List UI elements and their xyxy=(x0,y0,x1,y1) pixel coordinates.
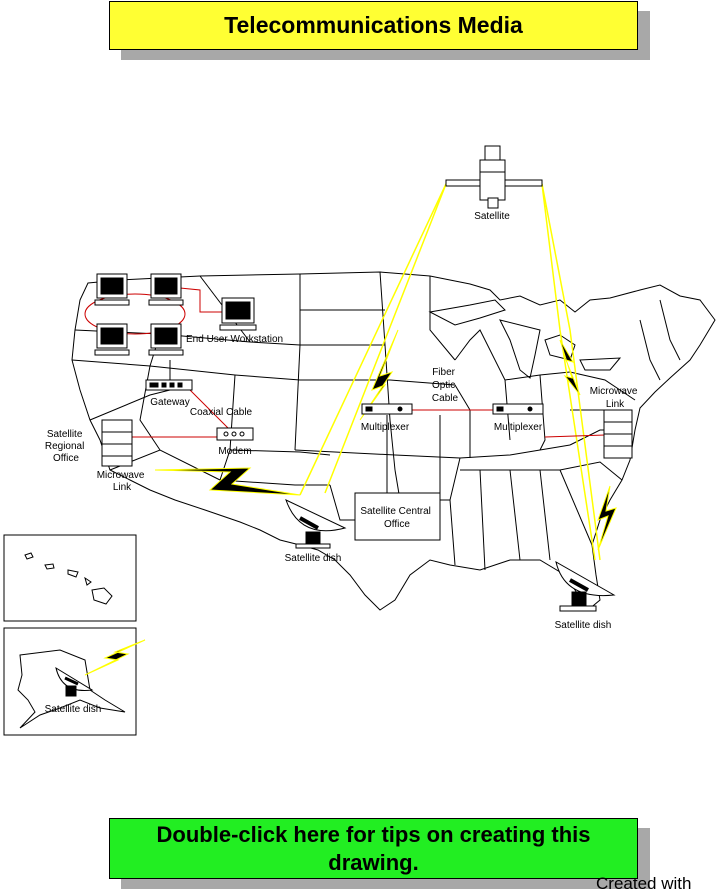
satellite-dish-east-icon xyxy=(555,560,616,612)
satellite-dish-alaska-icon xyxy=(55,666,94,697)
workstation-icon xyxy=(148,323,184,356)
satellite-regional-office-label: Satellite Regional Office xyxy=(45,429,87,464)
workstation-icon xyxy=(94,273,130,306)
satellite-dish-west-icon xyxy=(285,499,347,549)
satellite-central-office-box xyxy=(354,492,441,541)
multiplexer-east-label: Multiplexer xyxy=(494,422,543,433)
hawaii-inset xyxy=(3,534,137,622)
page-title: Telecommunications Media xyxy=(224,12,523,38)
multiplexer-west-label: Multiplexer xyxy=(361,422,410,433)
satellite-beams xyxy=(299,183,601,561)
bolt-east xyxy=(559,339,581,396)
microwave-link-east-icon xyxy=(603,409,633,459)
bolt-west xyxy=(359,329,399,421)
multiplexer-east-icon xyxy=(492,403,544,415)
satellite-central-office-label: Satellite Central Office xyxy=(360,506,433,530)
bolt-southeast xyxy=(597,485,617,551)
microwave-link-west-label: Microwave Link xyxy=(97,470,148,493)
satellite-dish-alaska-label: Satellite dish xyxy=(45,704,102,715)
microwave-link-east-label: Microwave Link xyxy=(590,386,641,410)
tips-label: Double-click here for tips on creating t… xyxy=(156,821,591,875)
satellite-dish-west-label: Satellite dish xyxy=(285,553,342,564)
end-user-workstation-label: End User Workstation xyxy=(186,334,283,345)
signal-bolts xyxy=(84,329,617,676)
modem-label: Modem xyxy=(218,446,251,457)
title-banner: Telecommunications Media xyxy=(109,1,638,50)
satellite-label: Satellite xyxy=(474,211,510,222)
coaxial-cable-label: Coaxial Cable xyxy=(190,407,253,418)
cable-links xyxy=(84,287,606,438)
fiber-optic-cable-label: Fiber Optic Cable xyxy=(432,367,459,404)
workstation-icon xyxy=(148,273,184,306)
great-lakes xyxy=(428,299,622,379)
workstation-icon xyxy=(94,323,130,356)
alaska-inset xyxy=(3,627,137,736)
tips-button[interactable]: Double-click here for tips on creating t… xyxy=(109,818,638,879)
modem-icon xyxy=(216,427,254,441)
credit-text: Created with xyxy=(596,874,692,893)
microwave-link-west-icon xyxy=(101,419,133,467)
bolt-alaska xyxy=(84,639,146,676)
satellite-dish-east-label: Satellite dish xyxy=(555,620,612,631)
satellite-icon xyxy=(445,145,543,209)
bolt-southwest xyxy=(154,467,301,496)
gateway-icon xyxy=(145,379,193,391)
gateway-label: Gateway xyxy=(150,397,189,408)
multiplexer-west-icon xyxy=(361,403,413,415)
end-user-workstation-icon xyxy=(219,297,257,331)
